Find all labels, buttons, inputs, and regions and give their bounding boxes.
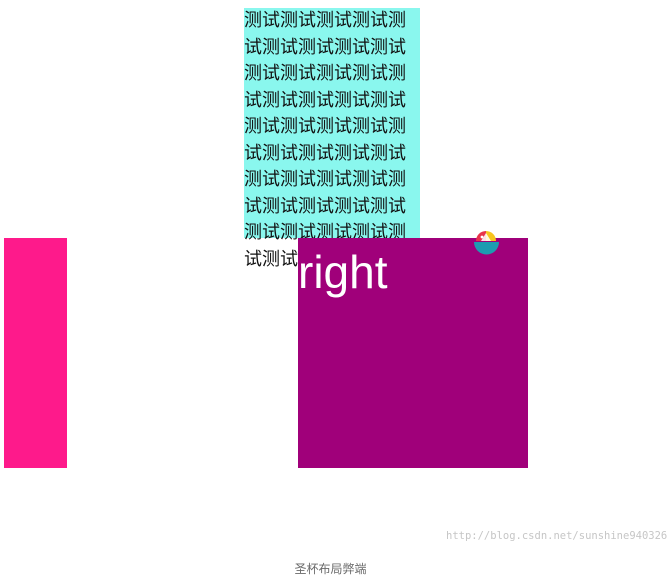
watermark-url: http://blog.csdn.net/sunshine940326 [446, 530, 667, 542]
center-text: 测试测试测试测试测试测试测试测试测试测试测试测试测试测试测试测试测试测试测试测试… [244, 10, 406, 270]
figure-caption: 圣杯布局弊端 [294, 562, 367, 576]
csdn-logo-icon [472, 228, 501, 257]
right-column [298, 238, 528, 468]
center-column: 测试测试测试测试测试测试测试测试测试测试测试测试测试测试测试测试测试测试测试测试… [244, 8, 420, 270]
left-column [4, 238, 67, 468]
right-label: right [298, 246, 388, 298]
